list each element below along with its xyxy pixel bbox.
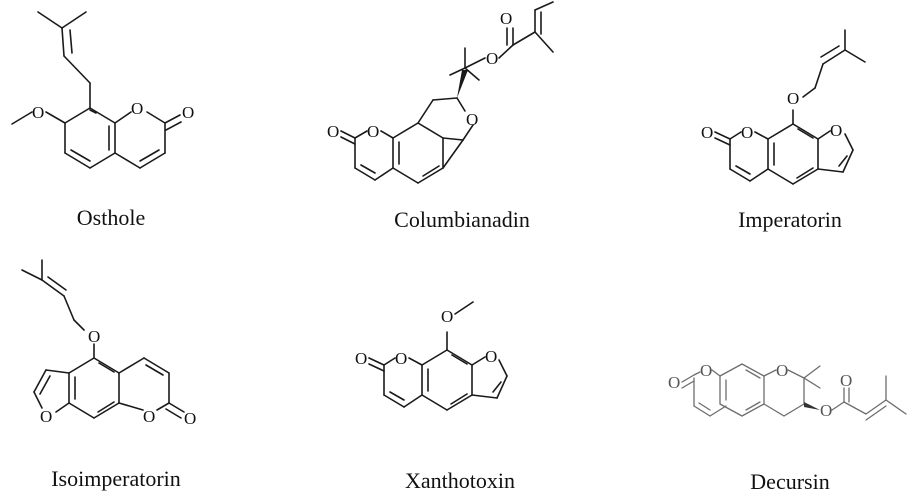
- imperatorin-drawing: O O O O: [701, 29, 866, 185]
- decursin-atom-o3: O: [776, 361, 788, 380]
- osthole-drawing: O O O: [11, 11, 194, 169]
- imperatorin-atom-o3: O: [741, 123, 753, 142]
- decursin-drawing: O O O O O: [668, 361, 907, 421]
- isoimperatorin-atom-o1: O: [88, 327, 100, 346]
- isoimperatorin-atom-o2: O: [40, 407, 52, 426]
- columbianadin-atom-o2: O: [500, 9, 512, 28]
- imperatorin-label: Imperatorin: [738, 207, 842, 232]
- xanthotoxin-structure: O O O O: [345, 290, 575, 460]
- osthole-atom-o2: O: [131, 99, 143, 118]
- decursin-atom-o4: O: [820, 401, 832, 420]
- isoimperatorin-atom-o4: O: [184, 409, 196, 428]
- xanthotoxin-drawing: O O O O: [355, 301, 508, 411]
- columbianadin-label: Columbianadin: [394, 207, 530, 232]
- decursin-atom-o1: O: [668, 373, 680, 392]
- xanthotoxin-label: Xanthotoxin: [405, 468, 515, 493]
- decursin-label: Decursin: [750, 469, 830, 494]
- columbianadin-atom-o3: O: [466, 110, 478, 129]
- xanthotoxin-atom-o3: O: [395, 349, 407, 368]
- xanthotoxin-atom-o1: O: [441, 307, 453, 326]
- osthole-atom-o1: O: [32, 103, 44, 122]
- isoimperatorin-drawing: O O O O: [21, 259, 196, 428]
- columbianadin-structure: O O O O O: [327, 0, 595, 200]
- isoimperatorin-label: Isoimperatorin: [51, 466, 181, 491]
- decursin-structure: O O O O O: [660, 340, 907, 460]
- osthole-atom-o3: O: [182, 103, 194, 122]
- isoimperatorin-atom-o3: O: [143, 407, 155, 426]
- xanthotoxin-atom-o4: O: [355, 349, 367, 368]
- columbianadin-drawing: O O O O O: [327, 1, 554, 184]
- isoimperatorin-structure: O O O O: [0, 250, 230, 450]
- osthole-label: Osthole: [76, 205, 146, 230]
- columbianadin-atom-o1: O: [486, 49, 498, 68]
- imperatorin-atom-o2: O: [830, 121, 842, 140]
- imperatorin-atom-o4: O: [701, 123, 713, 142]
- decursin-atom-o2: O: [700, 361, 712, 380]
- imperatorin-structure: O O O O: [675, 0, 905, 200]
- decursin-atom-o5: O: [840, 371, 852, 390]
- columbianadin-atom-o5: O: [327, 122, 339, 141]
- imperatorin-atom-o1: O: [787, 89, 799, 108]
- xanthotoxin-atom-o2: O: [485, 347, 497, 366]
- osthole-structure: O O O: [0, 0, 230, 200]
- columbianadin-atom-o4: O: [367, 122, 379, 141]
